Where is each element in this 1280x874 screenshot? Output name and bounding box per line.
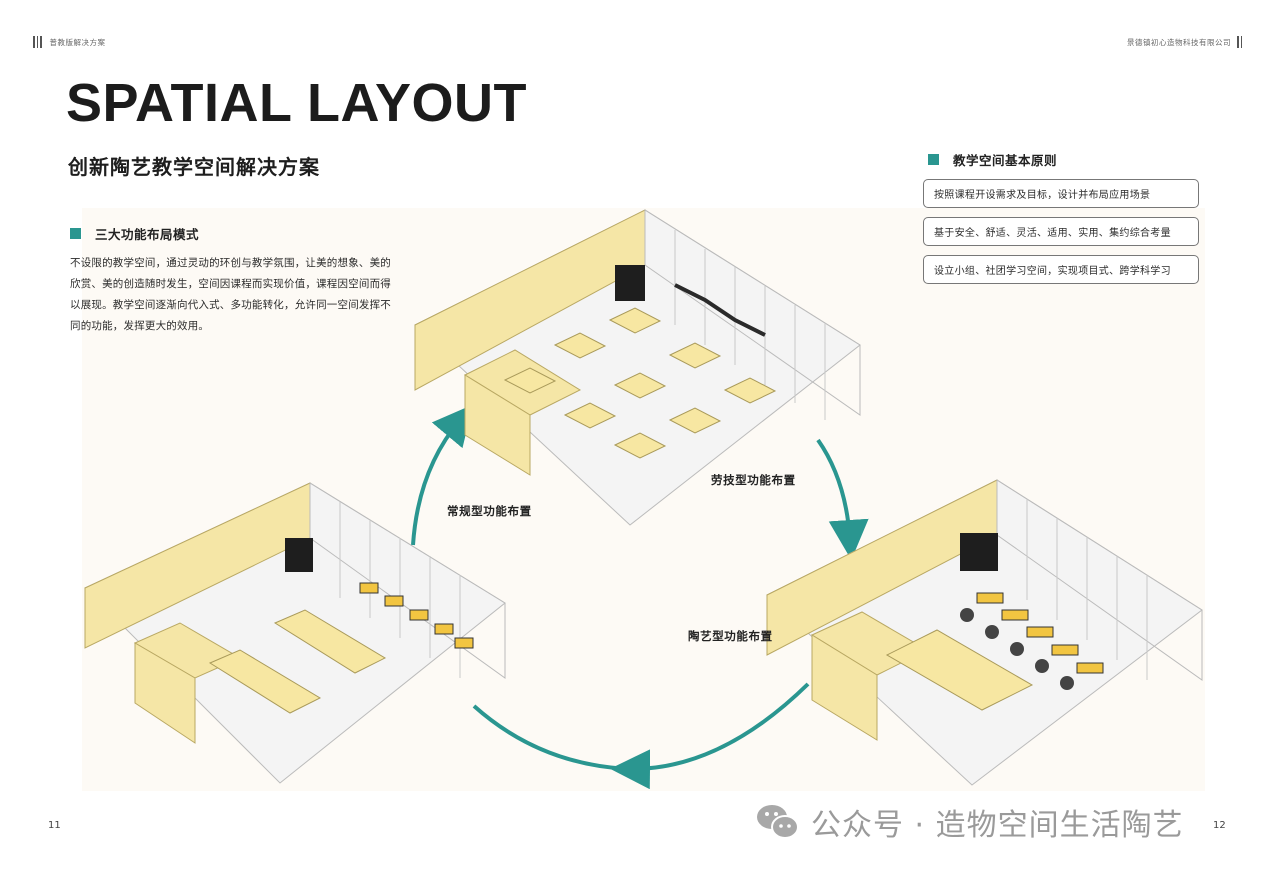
principle-item: 设立小组、社团学习空间，实现项目式、跨学科学习: [923, 255, 1199, 284]
wechat-icon: [757, 805, 799, 839]
layout-modes-description: 不设限的教学空间，通过灵动的环创与教学氛围，让美的想象、美的欣赏、美的创造随时发…: [70, 257, 391, 332]
teal-square-icon: [70, 228, 81, 239]
watermark: 公众号 · 造物空间生活陶艺: [755, 800, 1184, 844]
layout-modes-heading: 三大功能布局模式: [70, 224, 199, 243]
section-heading-label: 教学空间基本原则: [953, 153, 1058, 168]
room-craft-layout: [414, 209, 861, 526]
header-left-label: 普教版解决方案: [49, 37, 106, 47]
mode-label-regular: 常规型功能布置: [447, 504, 532, 518]
principle-item: 按照课程开设需求及目标，设计并布局应用场景: [923, 179, 1199, 208]
page-number-right: 12: [1213, 820, 1226, 831]
room-regular-layout: [84, 482, 506, 784]
header-left: 普教版解决方案: [33, 36, 106, 48]
header-right: 景德镇初心造物科技有限公司: [1127, 36, 1242, 48]
mode-label-craft: 劳技型功能布置: [711, 473, 796, 487]
page-title: SPATIAL LAYOUT: [66, 73, 528, 133]
principle-item: 基于安全、舒适、灵活、适用、实用、集约综合考量: [923, 217, 1199, 246]
principles-heading: 教学空间基本原则: [928, 150, 1057, 169]
page-number-left: 11: [48, 820, 61, 831]
teal-square-icon: [928, 154, 939, 165]
page-subtitle: 创新陶艺教学空间解决方案: [68, 155, 320, 179]
header-bars-icon: [1237, 36, 1242, 48]
room-ceramics-layout: [766, 479, 1203, 786]
watermark-text: 公众号 · 造物空间生活陶艺: [811, 808, 1184, 843]
arrow-bottom-tail: [472, 704, 631, 771]
header-right-label: 景德镇初心造物科技有限公司: [1127, 37, 1231, 47]
arrow-right-down: [816, 438, 869, 560]
arrow-bottom-left: [610, 682, 810, 790]
arrow-left-up: [411, 404, 473, 546]
header-bars-icon: [33, 36, 42, 48]
mode-label-ceramics: 陶艺型功能布置: [688, 629, 773, 643]
section-heading-label: 三大功能布局模式: [95, 227, 200, 242]
